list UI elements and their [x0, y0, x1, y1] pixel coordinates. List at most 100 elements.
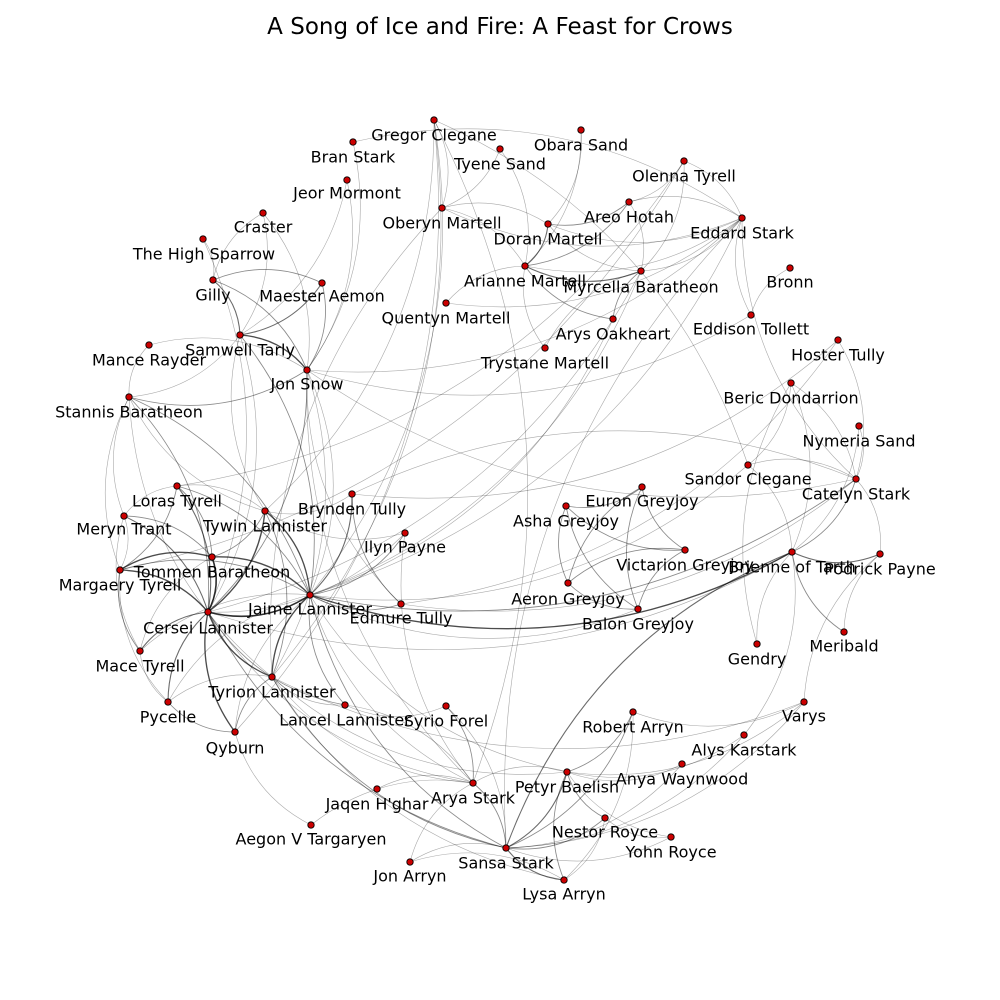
node-margaery[interactable] — [116, 566, 124, 574]
node-label-nestor: Nestor Royce — [552, 823, 658, 842]
edge-cersei-ilyn — [207, 532, 406, 613]
node-obara[interactable] — [577, 126, 585, 134]
node-euron[interactable] — [638, 483, 646, 491]
node-quentyn[interactable] — [442, 299, 450, 307]
node-eddard[interactable] — [738, 214, 746, 222]
node-ilyn[interactable] — [401, 529, 409, 537]
edge-oberyn-tyene — [441, 148, 501, 209]
node-victarion[interactable] — [681, 546, 689, 554]
edge-catelyn-hoster — [837, 339, 864, 480]
node-varys[interactable] — [800, 698, 808, 706]
edge-sandor-gregor — [433, 119, 749, 466]
node-tyene[interactable] — [496, 145, 504, 153]
node-myrcella[interactable] — [637, 267, 645, 275]
node-podrick[interactable] — [876, 550, 884, 558]
node-jaqen[interactable] — [373, 785, 381, 793]
node-nestor[interactable] — [601, 814, 609, 822]
edge-lysa-nestor — [563, 817, 606, 881]
node-tyrion[interactable] — [268, 673, 276, 681]
node-oberyn[interactable] — [438, 204, 446, 212]
node-aegon[interactable] — [307, 821, 315, 829]
node-meryn[interactable] — [120, 512, 128, 520]
node-meribald[interactable] — [840, 628, 848, 636]
edge-lysa-jonarryn — [409, 852, 565, 881]
node-mace[interactable] — [136, 647, 144, 655]
node-sansa[interactable] — [502, 844, 510, 852]
node-brienne[interactable] — [788, 548, 796, 556]
node-bran[interactable] — [349, 138, 357, 146]
edge-podrick-meribald — [843, 553, 881, 633]
node-cersei[interactable] — [204, 608, 212, 616]
edge-eddard-sansa — [504, 217, 743, 849]
edge-cersei-jaime — [207, 594, 311, 618]
node-label-balon: Balon Greyjoy — [582, 615, 694, 634]
node-jonarryn[interactable] — [406, 858, 414, 866]
node-brynden[interactable] — [348, 490, 356, 498]
node-stannis[interactable] — [125, 393, 133, 401]
node-arianne[interactable] — [521, 262, 529, 270]
node-label-ilyn: Ilyn Payne — [364, 538, 446, 557]
node-mance[interactable] — [145, 341, 153, 349]
node-sparrow[interactable] — [199, 235, 207, 243]
node-petyr[interactable] — [563, 768, 571, 776]
node-arys[interactable] — [609, 315, 617, 323]
node-trystane[interactable] — [541, 344, 549, 352]
edge-jon-jeor — [306, 179, 353, 371]
node-asha[interactable] — [562, 502, 570, 510]
node-label-qyburn: Qyburn — [206, 739, 265, 758]
node-lancel[interactable] — [341, 701, 349, 709]
node-hoster[interactable] — [834, 336, 842, 344]
node-pycelle[interactable] — [164, 698, 172, 706]
node-jon[interactable] — [303, 366, 311, 374]
node-label-sandor: Sandor Clegane — [684, 470, 811, 489]
edge-stannis-samwell — [128, 334, 241, 398]
node-areo[interactable] — [625, 198, 633, 206]
edge-doran-oberyn — [441, 202, 549, 225]
node-samwell[interactable] — [236, 331, 244, 339]
node-olenna[interactable] — [680, 157, 688, 165]
node-label-meryn: Meryn Trant — [76, 520, 171, 539]
node-catelyn[interactable] — [852, 475, 860, 483]
node-lysa[interactable] — [560, 876, 568, 884]
edge-petyr-varys — [566, 701, 805, 776]
edge-brienne-nymeria — [791, 425, 860, 553]
node-label-sparrow: The High Sparrow — [132, 245, 275, 264]
node-balon[interactable] — [634, 605, 642, 613]
edge-jaime-balon — [309, 594, 639, 639]
node-tommen[interactable] — [208, 553, 216, 561]
node-nymeria[interactable] — [855, 422, 863, 430]
edge-jaime-tommen — [211, 556, 311, 596]
node-craster[interactable] — [259, 209, 267, 217]
node-robert[interactable] — [629, 708, 637, 716]
node-loras[interactable] — [173, 482, 181, 490]
node-alys[interactable] — [740, 731, 748, 739]
node-qyburn[interactable] — [231, 728, 239, 736]
node-eddison[interactable] — [747, 311, 755, 319]
node-gendry[interactable] — [753, 640, 761, 648]
node-beric[interactable] — [787, 379, 795, 387]
node-jeor[interactable] — [343, 176, 351, 184]
edge-jaime-pycelle — [167, 594, 311, 703]
edge-jaime-mace — [139, 593, 311, 652]
node-bronn[interactable] — [786, 264, 794, 272]
node-anya[interactable] — [678, 760, 686, 768]
node-arya[interactable] — [469, 779, 477, 787]
node-tywin[interactable] — [261, 507, 269, 515]
edge-samwell-tywin — [230, 334, 266, 512]
node-aemon[interactable] — [318, 279, 326, 287]
node-gilly[interactable] — [209, 276, 217, 284]
node-aeron[interactable] — [564, 579, 572, 587]
edge-jaime-sansa — [309, 594, 507, 849]
node-label-varys: Varys — [782, 707, 826, 726]
node-doran[interactable] — [544, 220, 552, 228]
edge-sansa-nestor — [505, 817, 606, 850]
node-jaime[interactable] — [306, 591, 314, 599]
node-yohn[interactable] — [667, 833, 675, 841]
node-sandor[interactable] — [744, 461, 752, 469]
edge-meryn-mace — [115, 515, 141, 652]
edge-jon-edmure — [306, 369, 402, 605]
node-syrio[interactable] — [442, 702, 450, 710]
edge-samwell-craster — [239, 212, 268, 336]
node-gregor[interactable] — [430, 116, 438, 124]
node-edmure[interactable] — [397, 600, 405, 608]
